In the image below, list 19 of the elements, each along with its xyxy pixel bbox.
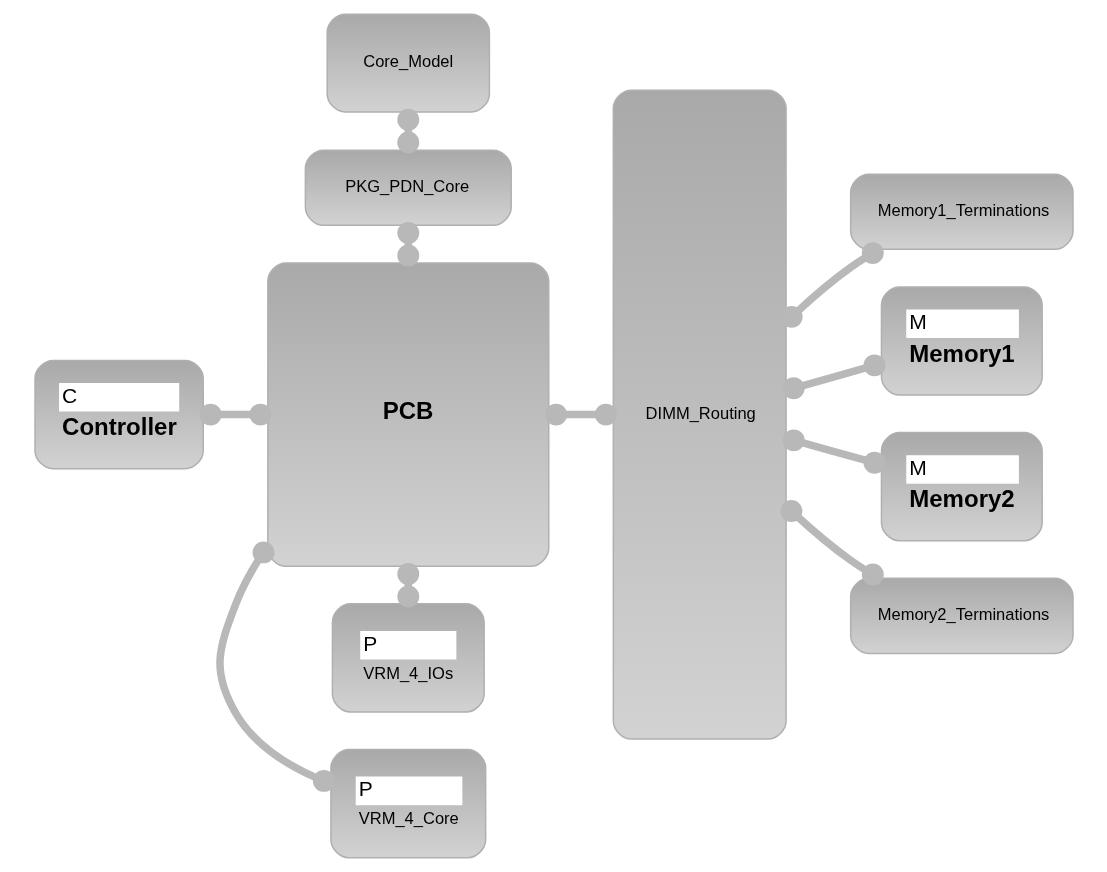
connector xyxy=(396,108,419,154)
connector xyxy=(396,563,419,608)
connector xyxy=(782,429,885,474)
connector xyxy=(199,403,271,426)
node-box: M Memory1 xyxy=(880,286,1043,396)
connector xyxy=(396,222,419,267)
node-box: DIMM_Routing xyxy=(612,89,787,740)
connector xyxy=(544,403,617,426)
connector xyxy=(779,499,884,586)
node-box: C Controller xyxy=(33,359,204,470)
node-box: M Memory2 xyxy=(880,431,1043,542)
node-box: Memory2_Terminations xyxy=(849,577,1074,655)
node-box: P VRM_4_Core xyxy=(329,748,486,859)
node-box: PCB xyxy=(266,262,549,568)
node-box: P VRM_4_IOs xyxy=(331,603,485,713)
node-box: Memory1_Terminations xyxy=(849,173,1074,251)
connector xyxy=(215,541,335,792)
node-box: PKG_PDN_Core xyxy=(304,149,512,227)
node-box: Core_Model xyxy=(325,13,490,113)
